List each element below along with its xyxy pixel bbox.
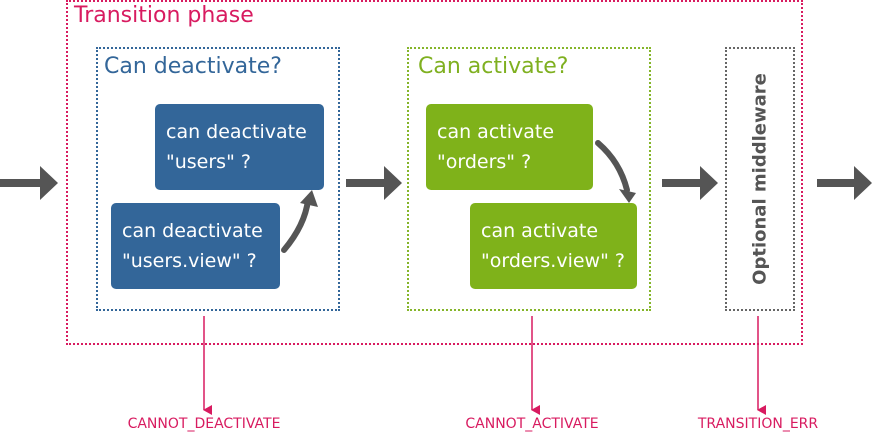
error-transition-err: TRANSITION_ERR [697, 416, 819, 432]
can-activate-title: Can activate? [418, 54, 569, 79]
deactivate-users-box: can deactivate "users" ? [155, 104, 324, 190]
flow-arrow-out [817, 166, 872, 200]
activate-orders-box: can activate "orders" ? [426, 104, 593, 190]
activate-orders-view-line2: "orders.view" ? [481, 250, 625, 272]
error-cannot-activate: CANNOT_ACTIVATE [465, 416, 599, 432]
activate-orders-view-line1: can activate [481, 220, 599, 242]
transition-phase-frame [66, 0, 803, 345]
curved-arrow-deactivate [281, 197, 311, 253]
optional-middleware-frame [725, 47, 795, 311]
deactivate-users-view-line2: "users.view" ? [122, 250, 257, 272]
transition-phase-title: Transition phase [74, 3, 254, 28]
can-activate-frame [407, 47, 651, 311]
curved-arrow-activate [595, 140, 630, 193]
flow-arrow-in [0, 166, 58, 200]
flow-arrow-deactivate-to-activate [346, 166, 402, 200]
deactivate-users-view-line1: can deactivate [122, 220, 263, 242]
curved-arrow-deactivate-head [300, 190, 318, 207]
can-deactivate-title: Can deactivate? [104, 54, 282, 79]
deactivate-users-line2: "users" ? [166, 151, 251, 173]
deactivate-users-view-box: can deactivate "users.view" ? [111, 203, 280, 289]
flow-arrow-activate-to-middleware [662, 166, 718, 200]
activate-orders-line1: can activate [437, 121, 555, 143]
activate-orders-view-box: can activate "orders.view" ? [470, 203, 637, 289]
activate-orders-line2: "orders" ? [437, 151, 532, 173]
can-deactivate-frame [96, 47, 340, 311]
curved-arrow-activate-head [619, 189, 636, 203]
error-cannot-deactivate: CANNOT_DEACTIVATE [127, 416, 281, 432]
deactivate-users-line1: can deactivate [166, 121, 307, 143]
